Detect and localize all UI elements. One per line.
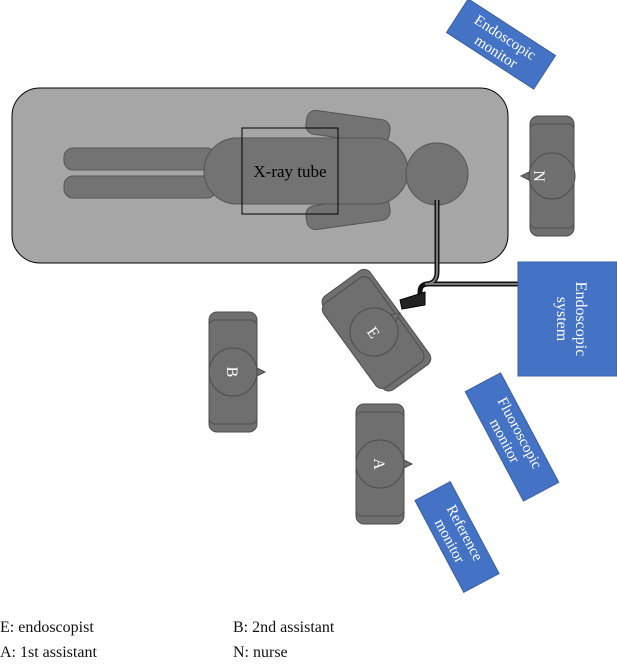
fluoroscopic-monitor: Fluoroscopic monitor [464, 372, 560, 502]
person-second-assistant [208, 311, 267, 433]
patient [63, 109, 469, 231]
endoscopic-system-label: system [553, 297, 570, 342]
endoscope-cable [399, 200, 519, 310]
patient-leg [63, 147, 217, 171]
person-endoscopist [321, 268, 432, 392]
nurse-marker: N [530, 170, 547, 182]
endoscopic-system-label: Endoscopic [572, 282, 589, 357]
patient-head [405, 142, 469, 206]
legend-first-assistant: A: 1st assistant [0, 644, 97, 661]
xray-tube-label: X-ray tube [253, 162, 326, 181]
legend-second-assistant: B: 2nd assistant [233, 619, 335, 636]
first-assistant-marker: A [370, 458, 387, 470]
endoscopic-monitor: Endoscopic monitor [445, 0, 557, 90]
endoscope-handle [399, 291, 426, 310]
legend: E: endoscopist A: 1st assistant B: 2nd a… [0, 600, 617, 666]
reference-monitor: Reference monitor [414, 481, 500, 593]
endoscopic-system: Endoscopic system [517, 261, 617, 377]
second-assistant-marker: B [223, 367, 240, 378]
patient-leg [63, 175, 217, 199]
xray-tube-box [241, 127, 339, 215]
person-first-assistant [355, 403, 414, 525]
legend-endoscopist: E: endoscopist [0, 619, 94, 636]
legend-nurse: N: nurse [233, 644, 288, 661]
person-nurse [519, 115, 576, 237]
